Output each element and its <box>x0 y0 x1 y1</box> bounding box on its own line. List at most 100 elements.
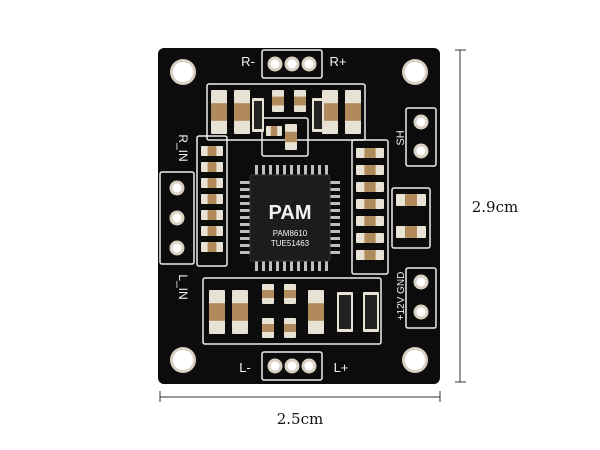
silk-outline <box>261 117 309 157</box>
width-label: 2.5cm <box>277 410 323 428</box>
capacitor-body <box>314 101 322 129</box>
header-pins <box>169 56 429 374</box>
chip-leg <box>330 230 340 233</box>
label-l-minus: L- <box>239 360 251 375</box>
mounting-holes <box>170 59 428 373</box>
resistor-band <box>270 126 278 136</box>
chip-leg <box>330 181 340 184</box>
chip-leg <box>262 165 265 175</box>
chip-leg <box>240 209 250 212</box>
resistor-band <box>207 194 217 204</box>
resistor-band <box>207 162 217 172</box>
chip-leg <box>318 165 321 175</box>
pin-hole <box>270 59 280 69</box>
label-r-minus: R- <box>241 54 255 69</box>
chip-leg <box>290 165 293 175</box>
resistor-band <box>285 131 297 143</box>
capacitor-body <box>365 295 377 329</box>
chip-leg <box>240 202 250 205</box>
resistor-band <box>207 226 217 236</box>
mounting-hole <box>405 62 425 82</box>
chip-leg <box>311 261 314 271</box>
resistor-band <box>207 210 217 220</box>
capacitor-body <box>254 101 262 129</box>
pin-hole <box>416 117 426 127</box>
pin-hole <box>172 243 182 253</box>
pam8610-chip: PAM PAM8610 TUE51463 <box>240 165 340 271</box>
pin-hole <box>304 361 314 371</box>
resistor-band <box>364 148 376 158</box>
chip-leg <box>255 261 258 271</box>
chip-logo: PAM <box>269 202 312 224</box>
silk-outline <box>405 267 437 329</box>
resistor-band <box>364 233 376 243</box>
chip-leg <box>330 237 340 240</box>
chip-leg <box>330 251 340 254</box>
resistor-band <box>262 324 274 332</box>
resistor-band <box>207 178 217 188</box>
resistor-band <box>284 290 296 298</box>
chip-leg <box>240 223 250 226</box>
resistor-band <box>234 103 250 121</box>
chip-leg <box>330 209 340 212</box>
resistor-band <box>364 199 376 209</box>
mounting-hole <box>173 350 193 370</box>
silk-outline <box>202 277 382 345</box>
chip-code: TUE51463 <box>271 239 310 248</box>
chip-leg <box>240 181 250 184</box>
pin-hole <box>416 307 426 317</box>
label-r-in: R_IN <box>176 134 190 161</box>
chip-leg <box>325 261 328 271</box>
pin-hole <box>287 59 297 69</box>
chip-leg <box>240 188 250 191</box>
resistor-band <box>209 303 225 321</box>
capacitor-body <box>339 295 351 329</box>
resistor-band <box>322 103 338 121</box>
resistor-band <box>364 216 376 226</box>
chip-leg <box>283 165 286 175</box>
height-label: 2.9cm <box>472 198 518 216</box>
chip-leg <box>330 188 340 191</box>
chip-leg <box>330 195 340 198</box>
chip-leg <box>269 165 272 175</box>
chip-leg <box>330 223 340 226</box>
silk-outline <box>405 107 437 167</box>
pin-hole <box>304 59 314 69</box>
chip-leg <box>240 230 250 233</box>
chip-leg <box>276 165 279 175</box>
resistor-band <box>232 303 248 321</box>
silk-outline <box>261 351 323 381</box>
chip-leg <box>276 261 279 271</box>
label-power: +12V GND <box>396 272 407 321</box>
resistor-band <box>294 96 306 106</box>
label-l-in: L_IN <box>176 274 190 299</box>
chip-leg <box>325 165 328 175</box>
resistor-band <box>284 324 296 332</box>
mounting-hole <box>405 350 425 370</box>
pin-hole <box>416 146 426 156</box>
chip-leg <box>330 202 340 205</box>
chip-leg <box>262 261 265 271</box>
pin-hole <box>287 361 297 371</box>
smd-components <box>201 90 426 338</box>
resistor-band <box>345 103 361 121</box>
label-r-plus: R+ <box>330 54 347 69</box>
chip-leg <box>240 237 250 240</box>
resistor-band <box>272 96 284 106</box>
resistor-band <box>364 182 376 192</box>
label-sh: SH <box>395 130 407 145</box>
resistor-band <box>211 103 227 121</box>
height-dimension-line <box>455 49 466 383</box>
pin-hole <box>172 213 182 223</box>
chip-leg <box>240 251 250 254</box>
chip-leg <box>330 216 340 219</box>
pin-hole <box>270 361 280 371</box>
chip-leg <box>318 261 321 271</box>
resistor-band <box>207 146 217 156</box>
silk-outline <box>196 135 228 267</box>
label-l-plus: L+ <box>334 360 349 375</box>
chip-model: PAM8610 <box>273 229 308 238</box>
chip-leg <box>240 216 250 219</box>
